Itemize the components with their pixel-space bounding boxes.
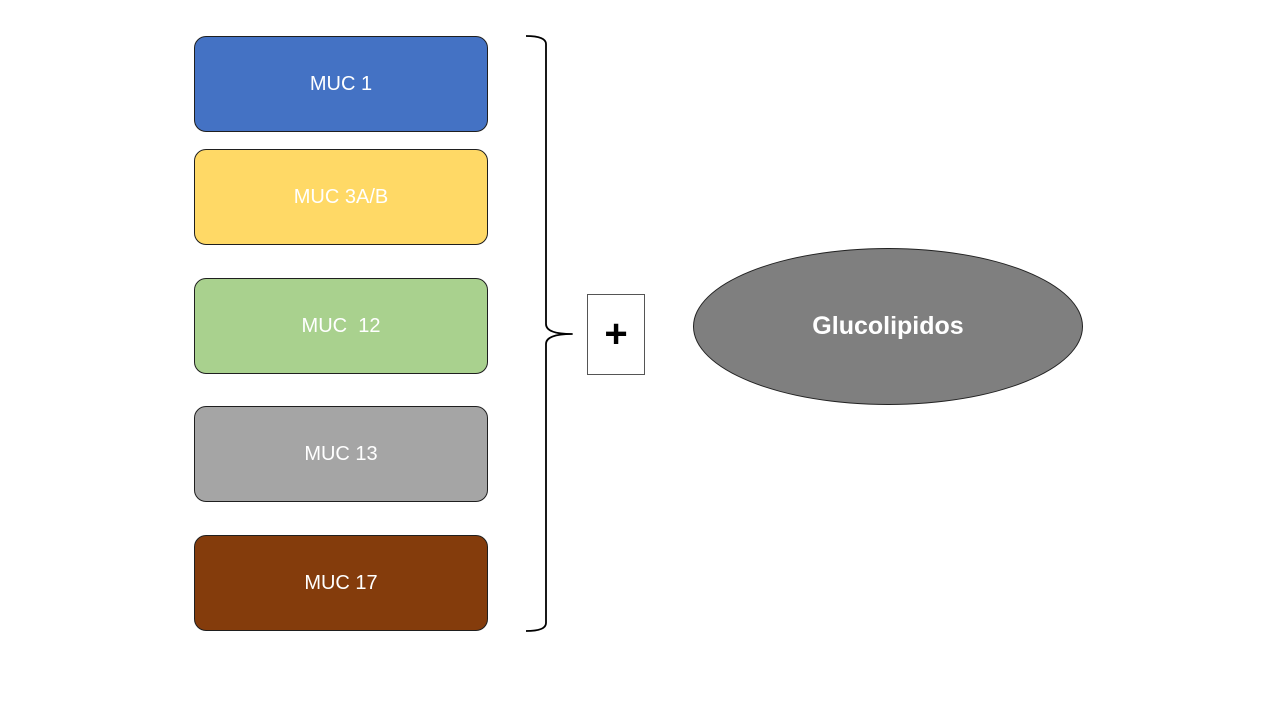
muc-3ab-box: MUC 3A/B <box>194 149 488 245</box>
glucolipidos-label: Glucolipidos <box>812 312 964 340</box>
glucolipidos-ellipse: Glucolipidos <box>693 248 1083 405</box>
muc-12-label: MUC 12 <box>301 314 381 337</box>
muc-1-label: MUC 1 <box>309 72 373 95</box>
muc-1-box: MUC 1 <box>194 36 488 132</box>
plus-operator-box: + <box>587 294 645 375</box>
muc-17-box: MUC 17 <box>194 535 488 631</box>
muc-13-box: MUC 13 <box>194 406 488 502</box>
muc-17-label: MUC 17 <box>304 571 378 594</box>
muc-13-label: MUC 13 <box>304 442 378 465</box>
plus-sign: + <box>604 312 628 356</box>
muc-3ab-label: MUC 3A/B <box>293 185 389 208</box>
muc-12-box: MUC 12 <box>194 278 488 374</box>
right-curly-brace <box>525 35 573 632</box>
